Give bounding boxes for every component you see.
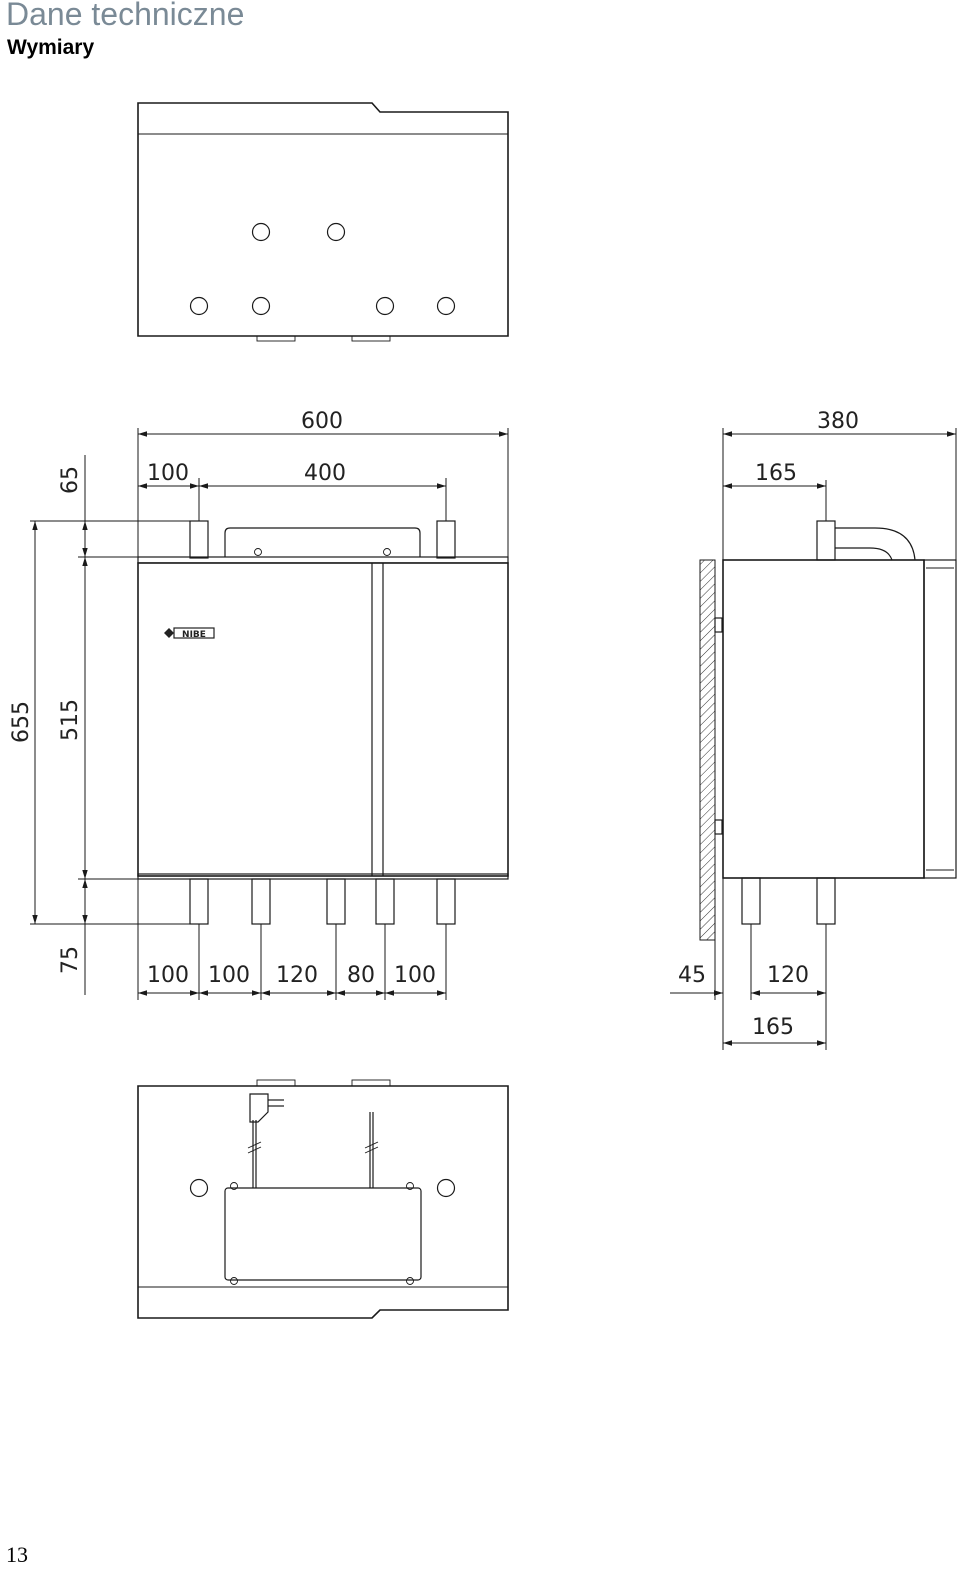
pipe-hole [436,1178,456,1198]
side-bottom-pipe [741,877,761,925]
pipe-hole [375,296,395,316]
bottom-pipe [436,878,456,925]
dim-bottom-spacing: 80 [347,963,375,988]
dim-pipe-spacing-bottom: 120 [767,963,809,988]
pipe-hole [189,1178,209,1198]
top-view-outline [137,102,509,337]
bottom-pipe [375,878,395,925]
dim-pipe-offset-bottom: 165 [752,1015,794,1040]
dim-bottom-spacing: 100 [394,963,436,988]
page-title: Dane techniczne [6,0,245,32]
dim-bottom-spacing: 100 [208,963,250,988]
brand-logo-text: NIBE [182,630,206,640]
side-body [722,559,925,879]
pipe-hole [189,296,209,316]
dim-bottom-spacing: 100 [147,963,189,988]
pipe-elbow-inner [835,547,893,561]
top-view-tab-left [256,335,296,342]
dim-bottom-offset: 75 [58,946,83,974]
dim-depth-total: 380 [817,409,859,434]
bottom-pipe [189,878,209,925]
bottom-pipe [326,878,346,925]
bottom-view-tab-right [351,1079,391,1087]
pipe-hole [251,222,271,242]
bottom-view-outline [137,1085,509,1319]
dim-inlet-spacing: 400 [304,461,346,486]
dim-pipe-offset-top: 165 [755,461,797,486]
power-plug-icon [249,1093,269,1123]
bottom-pipe [251,878,271,925]
dim-inlet-offset: 100 [147,461,189,486]
screw [383,548,391,556]
side-top-pipe [816,520,836,561]
wall [699,559,716,941]
pipe-hole [251,296,271,316]
bottom-view [137,1079,509,1319]
top-pipe-left [189,520,209,559]
dim-bottom-spacing: 120 [276,963,318,988]
dim-top-offset: 65 [58,466,83,494]
wall-bracket [714,617,723,633]
pipe-elbow [835,527,916,561]
top-cover [224,527,421,557]
bottom-view-tab-left [256,1079,296,1087]
top-pipe-right [436,520,456,559]
dim-width-total: 600 [301,409,343,434]
side-bottom-pipe [816,877,836,925]
top-view [137,102,509,342]
dim-body-height: 515 [58,699,83,741]
wall-bracket [714,819,723,835]
front-view: NIBE 600 [9,409,509,1000]
dim-wall-gap: 45 [678,963,706,988]
bottom-plate [137,873,509,880]
pipe-hole [436,296,456,316]
screw [254,548,262,556]
section-subtitle: Wymiary [7,36,95,59]
page-number: 13 [6,1542,28,1567]
brand-logo [164,627,215,639]
electrical-box [224,1187,422,1281]
top-view-tab-right [351,335,391,342]
front-door-side [923,559,957,879]
dim-total-height: 655 [9,701,34,743]
pipe-hole [326,222,346,242]
front-body [137,562,509,877]
side-view: 380 165 45 120 165 [670,409,957,1050]
